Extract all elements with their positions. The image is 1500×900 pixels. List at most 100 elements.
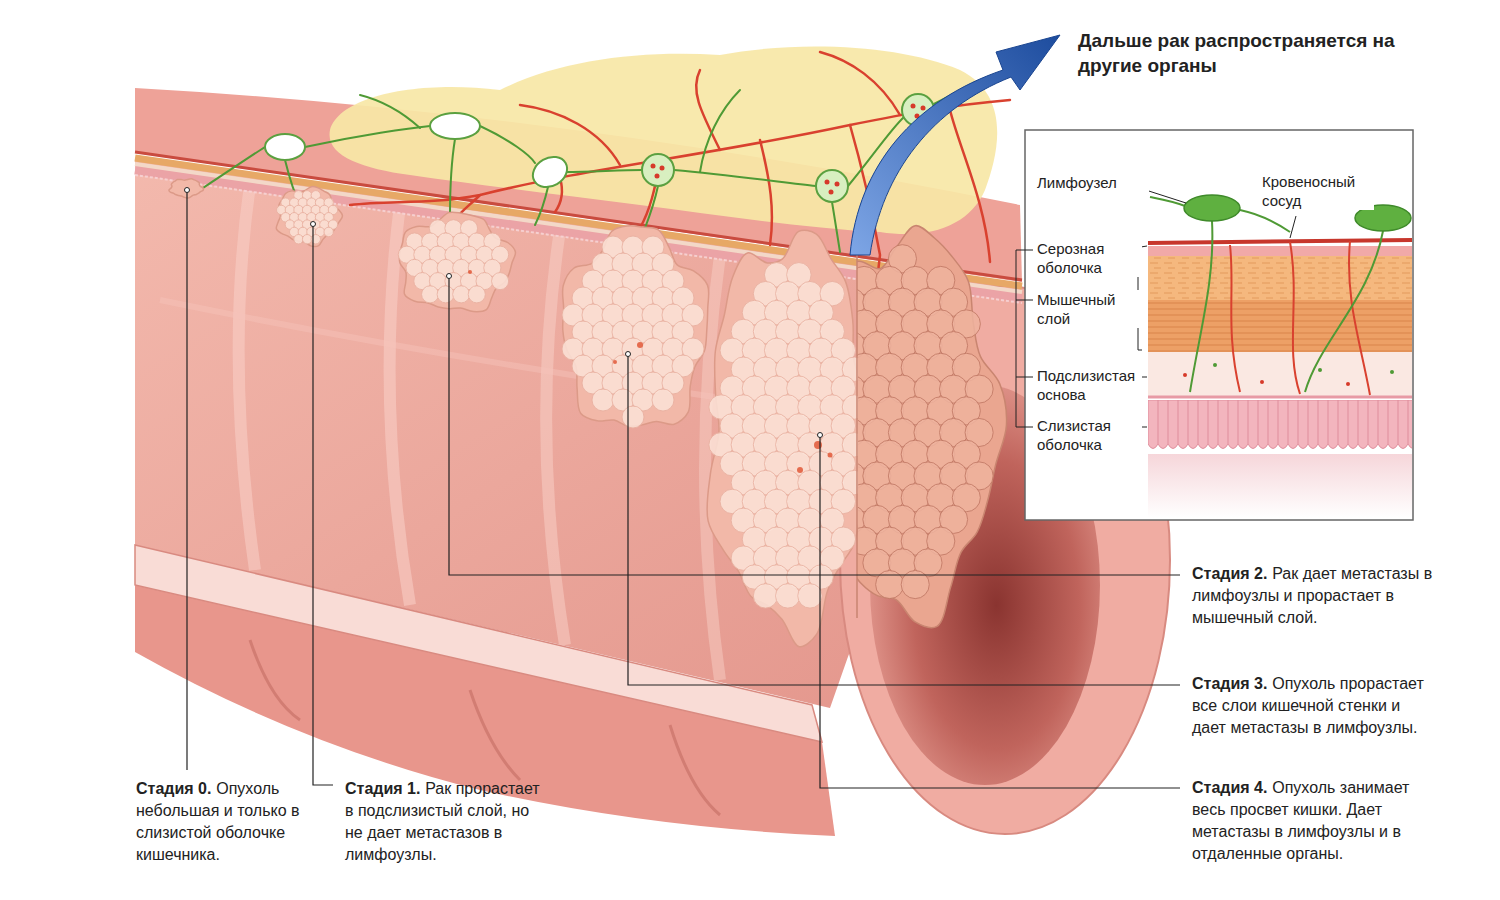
lymph-vessels-part (700, 90, 740, 172)
inset-panel-part (1016, 183, 1296, 427)
tumor-lobule (798, 584, 822, 608)
inset-panel-part (1148, 195, 1412, 518)
colon-ring-end (840, 286, 1170, 834)
inset-panel-part-part (1148, 454, 1412, 518)
inset-panel-part-part (1016, 250, 1033, 427)
tumor (169, 179, 204, 198)
inset-panel-part-part-part (1290, 242, 1300, 394)
tumor-lobule (753, 584, 777, 608)
tumors (169, 179, 1007, 647)
tumor (398, 212, 515, 312)
inset-panel-part-part-part (1230, 245, 1240, 392)
tumor (707, 230, 858, 647)
stage-caption: Стадия 1.Рак прорастает в подслизистый с… (345, 778, 540, 866)
stage-heading: Стадия 3. (1192, 675, 1267, 692)
lymph-vessels-part (535, 187, 548, 225)
tumor-part (707, 230, 858, 647)
leader-lines-part (186, 192, 187, 770)
tumor-lobule (592, 389, 614, 411)
label-text: Подслизистая основа (1037, 367, 1135, 403)
inset-panel-part-part (1183, 373, 1187, 377)
inset-panel-part-part-part (1190, 221, 1212, 392)
lymph-vessels-part (450, 139, 455, 215)
label-text: Кровеносный сосуд (1262, 173, 1355, 209)
lymph-nodes-part (825, 180, 830, 185)
colon-lumen-part (239, 185, 255, 570)
anatomy-label: Мышечный слой (1037, 290, 1142, 328)
inset-panel-part-part (1148, 352, 1412, 396)
inset-panel-part-part (1148, 300, 1412, 352)
inset-panel (1016, 130, 1413, 520)
colon-front-wall-part (250, 640, 300, 720)
tumor (562, 226, 709, 428)
lymph-vessels-part (832, 202, 840, 252)
tumors-part (856, 248, 858, 618)
inset-panel-part-part (1346, 382, 1350, 386)
tumor (276, 187, 342, 247)
tumor-lobule (652, 389, 674, 411)
leader-lines-part (313, 226, 333, 785)
tumor-part (169, 179, 204, 198)
inset-panel-part-part (1148, 396, 1412, 399)
tumor-cross-section-part (857, 226, 1007, 628)
blood-vessels-part (820, 52, 900, 115)
inset-panel-part-part (1290, 216, 1296, 238)
tumor-lobule (776, 584, 800, 608)
tumors-part (613, 360, 617, 364)
lymph-nodes-part (430, 113, 480, 139)
stage-caption: Стадия 0.Опухоль небольшая и только в сл… (136, 778, 304, 866)
lymph-vessels-part (360, 95, 420, 128)
lymph-nodes-part (660, 166, 665, 171)
inset-panel-part-part (1390, 370, 1394, 374)
lymph-nodes-part (816, 170, 848, 202)
anatomy-label: Слизистая оболочка (1037, 416, 1142, 454)
label-text: Лимфоузел (1037, 174, 1117, 191)
tumor-lobule (622, 406, 644, 428)
tumor-cross-section (857, 226, 1007, 628)
lymph-nodes-part (835, 182, 840, 187)
tumor-part (399, 212, 515, 312)
anatomy-label: Серозная оболочка (1037, 239, 1142, 277)
leader-lines-part (449, 278, 1180, 575)
leader-dots-part (626, 352, 631, 357)
tumors-part (797, 467, 803, 473)
tumors-part (637, 342, 643, 348)
colon-ring-end-part (840, 286, 1170, 834)
label-text: Серозная оболочка (1037, 240, 1104, 276)
inset-panel-part-part (1148, 246, 1412, 256)
tumor-lobule (324, 227, 333, 236)
lymph-nodes-part (642, 154, 674, 186)
tumor-part (276, 187, 342, 247)
tumor-lobule (302, 235, 311, 244)
colon-front-wall-part (470, 690, 520, 780)
lymph-vessels-part (480, 126, 535, 163)
blood-vessels-part (760, 140, 772, 245)
label-text: Дальше рак распространяется на другие ор… (1078, 30, 1395, 76)
label-text: Мышечный слой (1037, 291, 1115, 327)
inset-panel-part-part (1184, 195, 1240, 221)
label-text: Слизистая оболочка (1037, 417, 1111, 453)
lymph-vessels-part (566, 170, 642, 172)
tumor-lobule (453, 286, 470, 303)
stage-caption: Стадия 2.Рак дает метастазы в лимфоузлы … (1192, 563, 1437, 629)
lymph-nodes-part (655, 174, 660, 179)
anatomy-label: Кровеносный сосуд (1262, 172, 1374, 210)
lymph-nodes (265, 94, 934, 202)
stage-heading: Стадия 4. (1192, 779, 1267, 796)
inset-panel-part-part (1213, 363, 1217, 367)
inset-panel-part-part (1260, 380, 1264, 384)
lymph-nodes-part (911, 104, 916, 109)
lymph-nodes-part (651, 164, 656, 169)
tumors-part (468, 270, 472, 274)
lymph-nodes-part (921, 106, 926, 111)
leader-dots-part (185, 188, 190, 193)
inset-panel-part-part (1230, 241, 1370, 395)
tumor-lobule (422, 286, 439, 303)
blood-vessels-part (696, 70, 720, 150)
colon-front-wall-part (670, 725, 720, 815)
inset-panel-part-part (1318, 368, 1322, 372)
inset-panel-part-part-part (1240, 210, 1290, 232)
inset-panel-part-part-part (1349, 241, 1370, 395)
